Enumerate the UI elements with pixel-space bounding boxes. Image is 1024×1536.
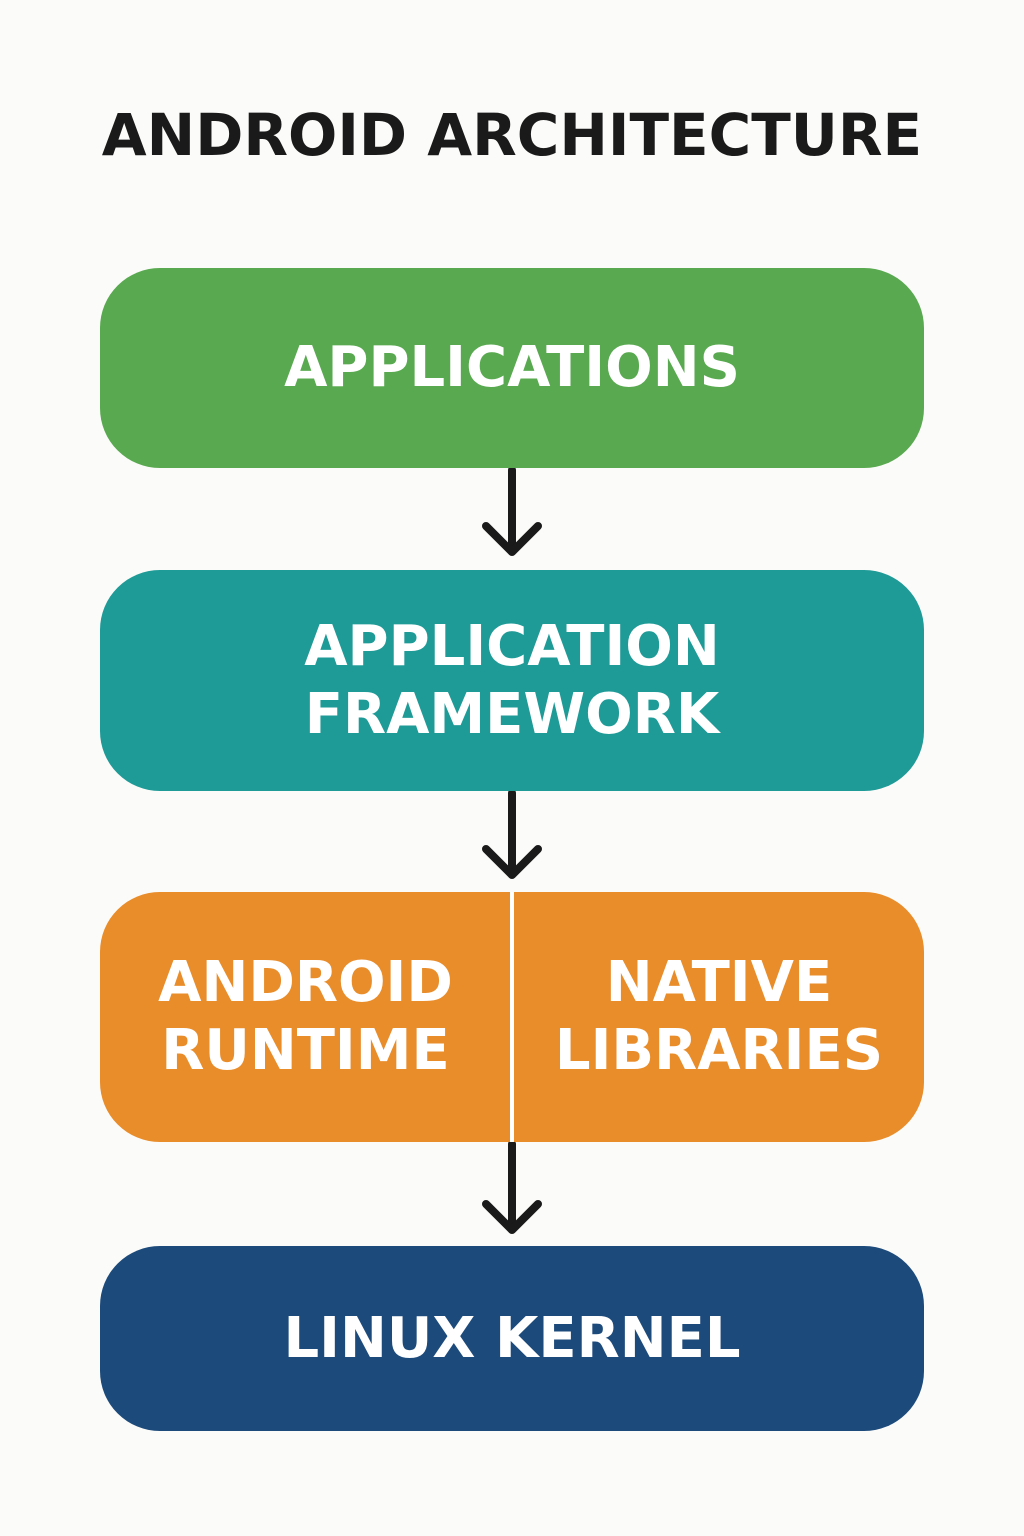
- layer-applications: APPLICATIONS: [100, 268, 924, 468]
- layer-applications-label: APPLICATIONS: [284, 334, 740, 402]
- applications-label-line-1: APPLICATIONS: [284, 335, 740, 400]
- framework-label-line-2: FRAMEWORK: [304, 681, 720, 747]
- layer-divider: [510, 892, 514, 1142]
- layer-application-framework: APPLICATION FRAMEWORK: [100, 570, 924, 791]
- layer-kernel-label: LINUX KERNEL: [283, 1305, 740, 1373]
- runtime-label-line-2: RUNTIME: [161, 1018, 450, 1083]
- layer-runtime-libraries: ANDROID RUNTIME NATIVE LIBRARIES: [100, 892, 924, 1142]
- diagram-title: ANDROID ARCHITECTURE: [101, 101, 923, 169]
- arrow-down-icon: [480, 791, 544, 883]
- libraries-label-line-2: LIBRARIES: [554, 1018, 884, 1083]
- arrow-down-icon: [480, 1142, 544, 1238]
- libraries-label-line-1: NATIVE: [605, 950, 833, 1015]
- framework-label-line-1: APPLICATION: [304, 613, 720, 679]
- layer-android-runtime: ANDROID RUNTIME: [100, 892, 511, 1142]
- kernel-label-line-1: LINUX KERNEL: [283, 1305, 741, 1371]
- layer-native-libraries: NATIVE LIBRARIES: [514, 892, 924, 1142]
- layer-framework-label: APPLICATION FRAMEWORK: [304, 613, 720, 749]
- arrow-down-icon: [480, 468, 544, 560]
- layer-linux-kernel: LINUX KERNEL: [100, 1246, 924, 1431]
- runtime-label-line-1: ANDROID: [158, 950, 453, 1015]
